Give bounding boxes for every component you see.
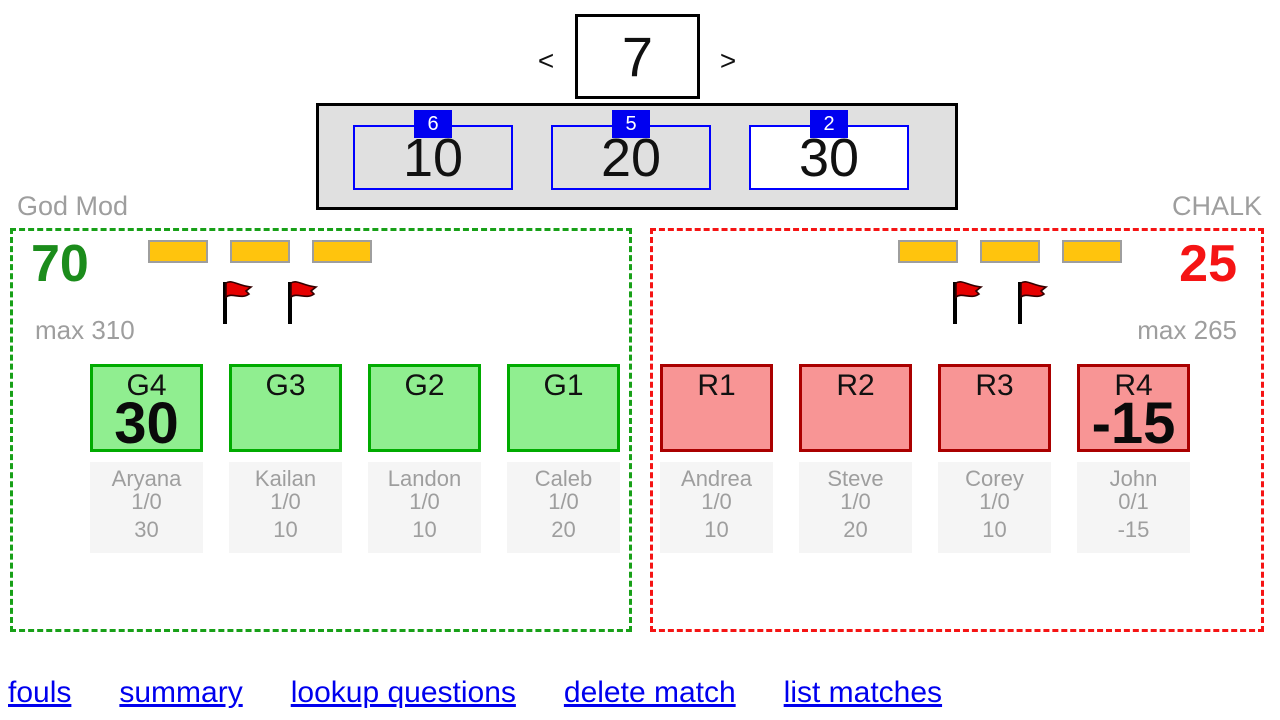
player-ratio: 1/0 (701, 489, 732, 514)
player-name: Caleb (534, 466, 593, 491)
bonus-bar[interactable] (148, 240, 208, 263)
player-ratio: 1/0 (548, 489, 579, 514)
awarded-points-overlay: -15 (1091, 391, 1176, 456)
list-matches-link[interactable]: list matches (783, 676, 943, 709)
player-card-g4[interactable]: G4 30 (90, 364, 203, 456)
left-team-panel: 70 max 310 G4 30 G3 (10, 228, 632, 632)
left-team-name: God Mod (17, 191, 129, 221)
player-slot-label: R1 (697, 369, 736, 402)
player-ratio: 1/0 (409, 489, 440, 514)
player-ratio: 1/0 (270, 489, 301, 514)
player-card-r2[interactable]: R2 (799, 364, 912, 452)
left-team-score: 70 (31, 235, 89, 293)
player-name: Kailan (254, 466, 317, 491)
question-number-input[interactable]: 7 (575, 14, 700, 99)
player-stats: Aryana 1/0 30 (90, 462, 203, 553)
point-option-30[interactable]: 2 30 (749, 110, 909, 190)
player-card-r4[interactable]: R4 -15 (1077, 364, 1190, 456)
point-value-panel: 6 10 5 20 2 30 (316, 103, 958, 210)
player-points: 10 (412, 517, 437, 542)
player-name: John (1109, 466, 1158, 491)
bonus-bar[interactable] (980, 240, 1040, 263)
bonus-bar[interactable] (230, 240, 290, 263)
player-stats: John 0/1 -15 (1077, 462, 1190, 553)
right-bonus-bars (898, 240, 1122, 263)
player-points: 10 (982, 517, 1007, 542)
player-stats: Caleb 1/0 20 (507, 462, 620, 553)
red-flag-icon[interactable] (283, 279, 319, 327)
red-flag-icon[interactable] (218, 279, 254, 327)
player-card-r3[interactable]: R3 (938, 364, 1051, 452)
player-slot-label: G2 (404, 369, 445, 402)
player-card-g2[interactable]: G2 (368, 364, 481, 452)
player-name: Corey (965, 466, 1024, 491)
player-stats: Kailan 1/0 10 (229, 462, 342, 553)
player-slot-label: R4 (1114, 369, 1153, 402)
prev-question-button[interactable]: < (537, 45, 555, 76)
right-flags (948, 279, 1049, 327)
player-ratio: 1/0 (131, 489, 162, 514)
summary-link[interactable]: summary (119, 676, 243, 709)
player-stats: Steve 1/0 20 (799, 462, 912, 553)
remaining-count-badge: 6 (414, 110, 452, 138)
player-points: 10 (704, 517, 729, 542)
bonus-bar[interactable] (898, 240, 958, 263)
awarded-points-overlay: 30 (114, 391, 179, 456)
player-card-g3[interactable]: G3 (229, 364, 342, 452)
right-team-max-score: max 265 (1137, 315, 1237, 345)
point-option-10[interactable]: 6 10 (353, 110, 513, 190)
player-name: Landon (387, 466, 462, 491)
player-card-g1[interactable]: G1 (507, 364, 620, 452)
bonus-bar[interactable] (312, 240, 372, 263)
delete-match-link[interactable]: delete match (563, 676, 736, 709)
remaining-count-badge: 2 (810, 110, 848, 138)
player-ratio: 1/0 (979, 489, 1010, 514)
left-player-stats: Aryana 1/0 30 Kailan 1/0 10 Landon 1/0 1… (90, 462, 620, 553)
player-points: 30 (134, 517, 159, 542)
left-team-max-score: max 310 (35, 315, 135, 345)
next-question-button[interactable]: > (719, 45, 737, 76)
footer-link-bar: fouls summary lookup questions delete ma… (8, 676, 942, 710)
right-team-name: CHALK (1171, 191, 1262, 221)
right-player-stats: Andrea 1/0 10 Steve 1/0 20 Corey 1/0 10 … (660, 462, 1190, 553)
player-points: -15 (1117, 517, 1150, 542)
player-slot-label: R2 (836, 369, 875, 402)
player-slot-label: G4 (126, 369, 167, 402)
player-name: Steve (827, 466, 884, 491)
right-team-panel: 25 max 265 R1 R2 R3 (650, 228, 1264, 632)
red-flag-icon[interactable] (1013, 279, 1049, 327)
left-player-cards: G4 30 G3 G2 G1 (90, 364, 620, 456)
player-points: 20 (551, 517, 576, 542)
player-slot-label: R3 (975, 369, 1014, 402)
fouls-link[interactable]: fouls (8, 676, 72, 709)
player-slot-label: G1 (543, 369, 584, 402)
player-slot-label: G3 (265, 369, 306, 402)
player-name: Aryana (111, 466, 182, 491)
player-points: 20 (843, 517, 868, 542)
left-bonus-bars (148, 240, 372, 263)
player-points: 10 (273, 517, 298, 542)
right-player-cards: R1 R2 R3 R4 -15 (660, 364, 1190, 456)
bonus-bar[interactable] (1062, 240, 1122, 263)
player-ratio: 0/1 (1118, 489, 1149, 514)
player-stats: Andrea 1/0 10 (660, 462, 773, 553)
player-stats: Corey 1/0 10 (938, 462, 1051, 553)
player-ratio: 1/0 (840, 489, 871, 514)
player-name: Andrea (681, 466, 752, 491)
red-flag-icon[interactable] (948, 279, 984, 327)
point-option-20[interactable]: 5 20 (551, 110, 711, 190)
player-stats: Landon 1/0 10 (368, 462, 481, 553)
player-card-r1[interactable]: R1 (660, 364, 773, 452)
remaining-count-badge: 5 (612, 110, 650, 138)
left-flags (218, 279, 319, 327)
lookup-questions-link[interactable]: lookup questions (290, 676, 516, 709)
right-team-score: 25 (1179, 235, 1237, 293)
